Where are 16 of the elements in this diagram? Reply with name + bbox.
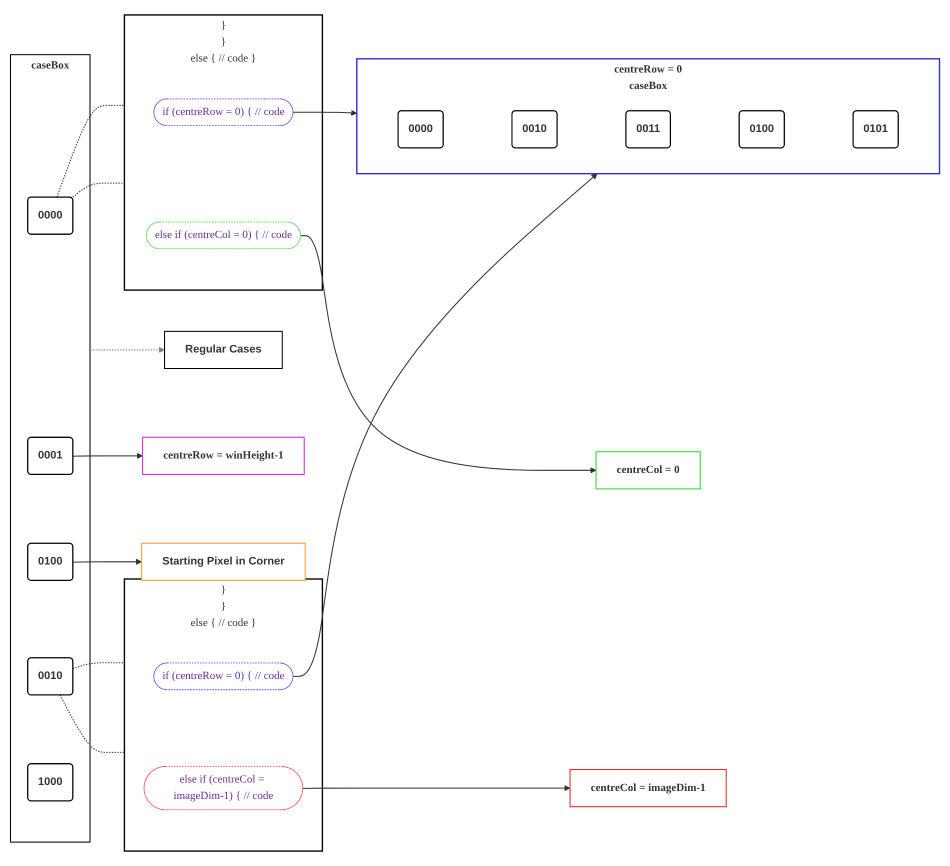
- arrow: [90, 346, 165, 353]
- connector: [72, 662, 124, 670]
- connector: [60, 694, 124, 753]
- connector: [56, 104, 124, 198]
- arrow: [292, 110, 358, 116]
- node-box: Starting Pixel in Corner: [141, 542, 306, 581]
- arrow: [300, 235, 596, 474]
- node-box: centreRow = winHeight-1: [142, 436, 305, 475]
- arrow: [303, 785, 570, 792]
- node-box: Regular Cases: [164, 330, 283, 370]
- node-box: centreCol = 0: [596, 451, 701, 490]
- connector: [72, 182, 124, 198]
- node-box: centreCol = imageDim-1: [570, 769, 727, 808]
- arrow: [292, 173, 598, 677]
- arrow: [73, 452, 143, 459]
- arrow: [73, 558, 142, 565]
